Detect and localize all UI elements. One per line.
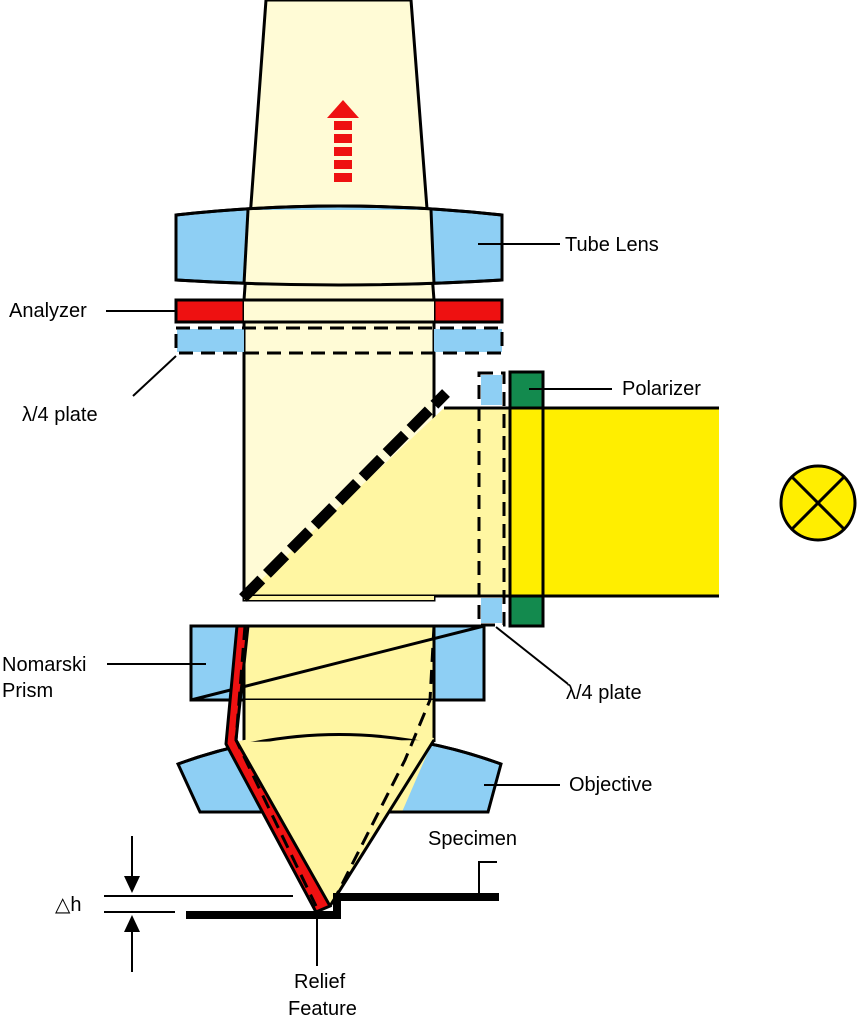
source-beam	[543, 408, 719, 596]
label-specimen: Specimen	[428, 828, 517, 850]
focusing-cone	[229, 740, 434, 906]
dashed-up-arrow-icon	[327, 100, 359, 182]
beam-splitter	[239, 389, 450, 602]
tube-lens-beam-overlay	[244, 210, 434, 288]
label-nomarski-line2: Prism	[2, 680, 53, 702]
specimen-surface	[186, 893, 499, 919]
label-tube-lens: Tube Lens	[565, 234, 659, 256]
leader-lines	[106, 243, 612, 966]
label-quarter-wave-plate-left: λ/4 plate	[22, 404, 98, 426]
companion-ray	[234, 625, 318, 907]
label-nomarski-line1: Nomarski	[2, 654, 86, 676]
label-relief-line1: Relief	[294, 971, 346, 993]
lamp-symbol-icon	[779, 464, 857, 542]
delta-h-dimension	[104, 836, 293, 972]
polarizer	[508, 370, 545, 628]
label-delta-h: △h	[55, 894, 82, 916]
label-relief-line2: Feature	[288, 998, 357, 1020]
label-quarter-wave-plate-right: λ/4 plate	[566, 682, 642, 704]
label-polarizer: Polarizer	[622, 378, 701, 400]
upper-quarter-wave-plate	[174, 326, 504, 355]
label-analyzer: Analyzer	[9, 300, 87, 322]
sheared-ray	[224, 624, 333, 914]
right-quarter-wave-plate	[477, 371, 506, 627]
label-objective: Objective	[569, 774, 652, 796]
